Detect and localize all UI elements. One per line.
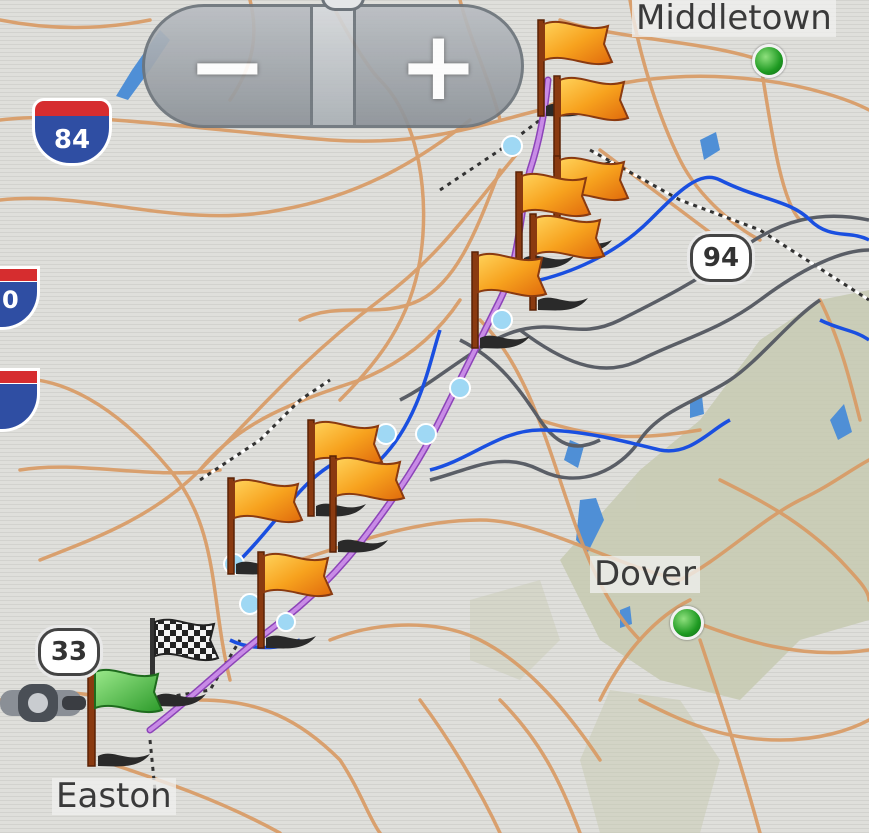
zoom-divider xyxy=(310,7,356,125)
interstate-shield-body xyxy=(0,384,40,432)
interstate-partial-shield-2 xyxy=(0,368,40,432)
zoom-in-icon: + xyxy=(398,10,479,122)
zoom-control: − + xyxy=(142,4,524,128)
interstate-partial-number: 0 xyxy=(2,286,19,314)
zoom-out-button[interactable]: − xyxy=(145,7,310,125)
city-label-easton: Easton xyxy=(52,777,176,816)
interstate-partial-shield: 0 xyxy=(0,266,40,330)
zoom-in-button[interactable]: + xyxy=(356,7,521,125)
interstate-shield-top xyxy=(32,98,112,118)
city-label-middletown: Middletown xyxy=(632,0,836,38)
zoom-out-icon: − xyxy=(187,10,268,122)
city-dot-icon[interactable] xyxy=(670,606,704,640)
interstate-shield-number: 84 xyxy=(32,116,112,166)
route-33-shield: 33 xyxy=(38,628,100,676)
route-94-shield: 94 xyxy=(690,234,752,282)
water-bodies xyxy=(116,30,852,628)
interstate-84-shield: 84 xyxy=(32,98,112,168)
green-flag-icon[interactable] xyxy=(87,665,164,767)
city-label-dover: Dover xyxy=(590,555,700,594)
city-dot-icon[interactable] xyxy=(752,44,786,78)
park-areas xyxy=(470,290,869,833)
motorcycle-icon xyxy=(0,684,86,722)
